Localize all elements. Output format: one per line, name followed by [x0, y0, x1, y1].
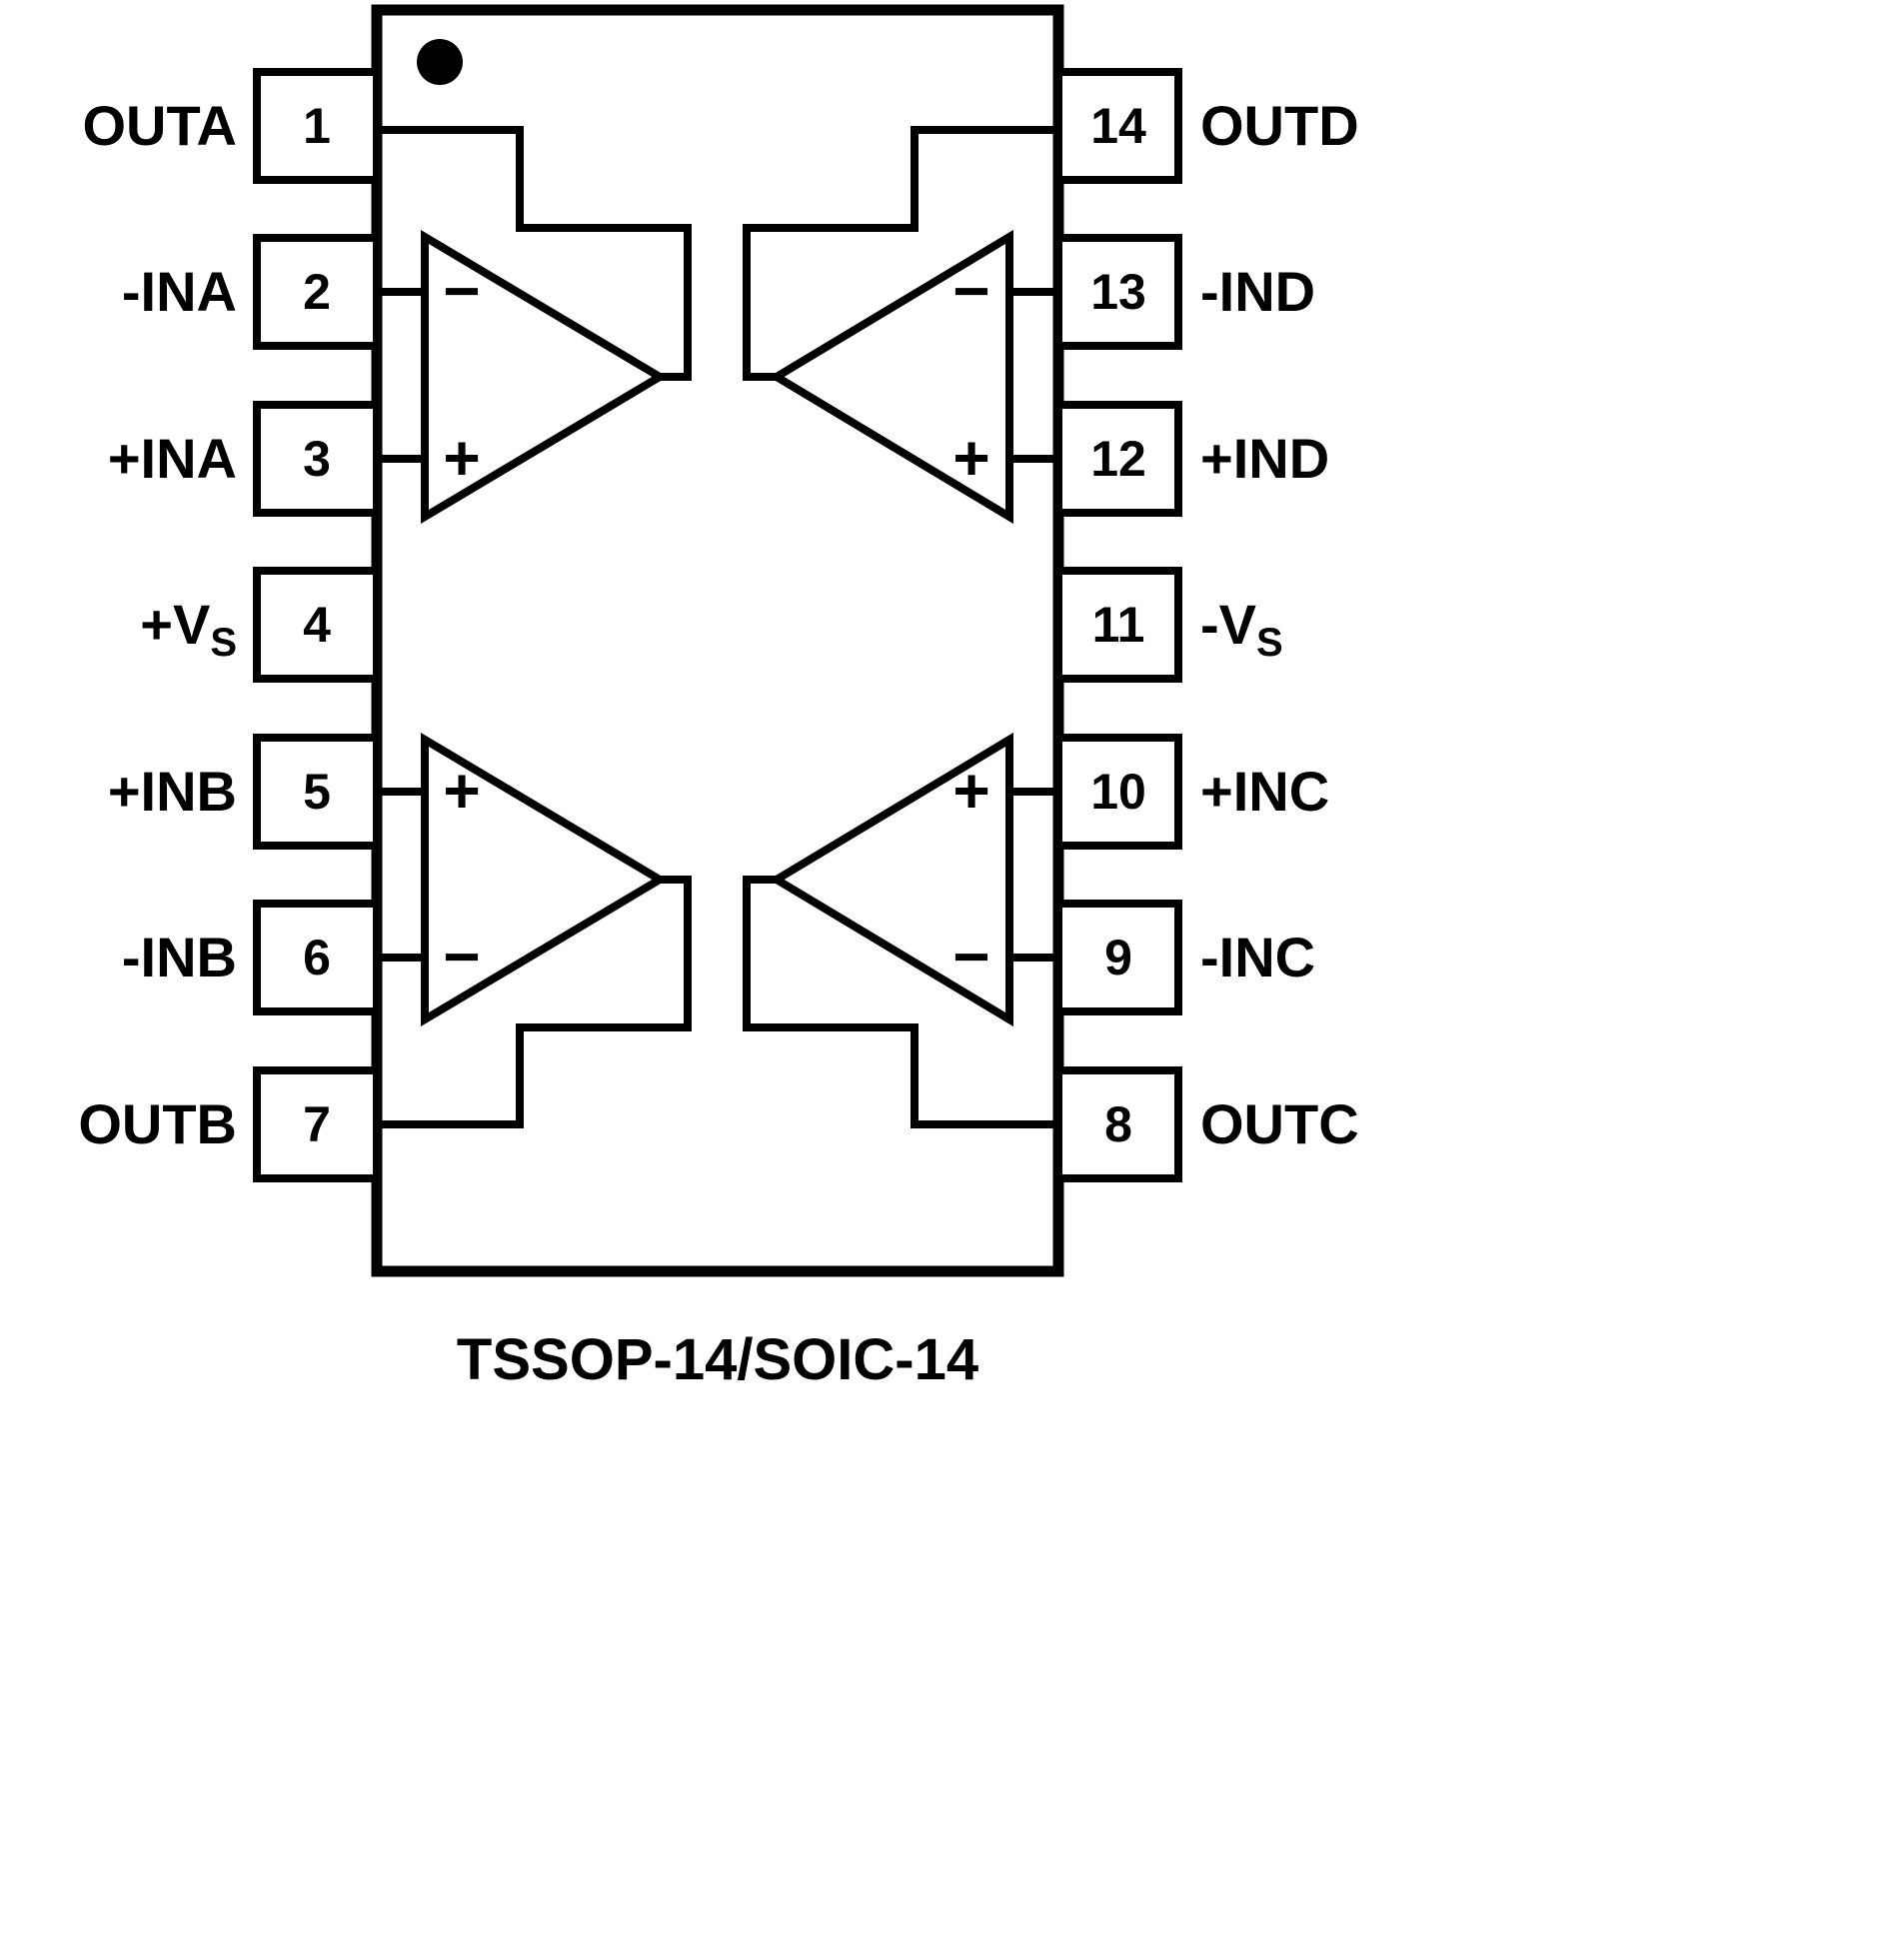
pin-number: 11	[1092, 597, 1145, 653]
pin-left-5: 5 +INB	[108, 734, 381, 850]
wire-outc	[743, 876, 1058, 1128]
pin-box	[1054, 567, 1182, 683]
pin-number: 7	[303, 1096, 331, 1152]
wire-outa	[377, 126, 692, 381]
pin-box	[253, 1066, 381, 1182]
opamp-top-right-noninverting-symbol: +	[952, 422, 989, 494]
pin-label: -VS	[1200, 593, 1283, 665]
opamp-top-right-inverting-symbol: −	[952, 255, 989, 327]
pin-number: 6	[303, 930, 331, 985]
pin-number: 3	[303, 431, 331, 487]
pin-number: 5	[303, 764, 331, 820]
opamp-bottom-left-noninverting-symbol: +	[443, 755, 480, 827]
wire-outd	[743, 126, 1058, 381]
pin-right-9: 9 -INC	[1054, 900, 1315, 1015]
opamp-bottom-right-inverting-symbol: −	[952, 921, 989, 992]
pin-number: 4	[303, 597, 331, 653]
pin-label: +INC	[1200, 760, 1329, 823]
pin-label: OUTD	[1200, 94, 1359, 157]
pin-box	[1054, 734, 1182, 850]
pin-left-3: 3 +INA	[108, 401, 381, 517]
ic-body	[371, 4, 1064, 1277]
pin-label: OUTC	[1200, 1092, 1359, 1155]
pin-right-8: 8 OUTC	[1054, 1066, 1359, 1182]
pin-right-12: 12 +IND	[1054, 401, 1329, 517]
pin-label: +INA	[108, 427, 237, 490]
pin-label: +IND	[1200, 427, 1329, 490]
pin-number: 14	[1090, 98, 1146, 154]
pin-label: -IND	[1200, 260, 1315, 323]
pin-left-7: 7 OUTB	[78, 1066, 381, 1182]
pin-number: 12	[1090, 431, 1146, 487]
pin-left-1: 1 OUTA	[83, 68, 381, 184]
pin-box	[1054, 401, 1182, 517]
pin-box	[253, 68, 381, 184]
pin-box	[253, 734, 381, 850]
pin-label: OUTB	[78, 1092, 237, 1155]
pin-number: 8	[1104, 1096, 1132, 1152]
pin-label: +INB	[108, 760, 237, 823]
pin-box	[1054, 900, 1182, 1015]
pin-right-13: 13 -IND	[1054, 234, 1315, 350]
pin-left-6: 6 -INB	[122, 900, 381, 1015]
wire-outb	[377, 876, 692, 1128]
pin-box	[253, 401, 381, 517]
pin-right-11: 11 -VS	[1054, 567, 1283, 683]
pin-label: +VS	[140, 593, 237, 665]
pin-label: OUTA	[83, 94, 238, 157]
pin-box	[253, 900, 381, 1015]
pin-left-2: 2 -INA	[122, 234, 381, 350]
opamp-top-left-inverting-symbol: −	[443, 255, 480, 327]
pin-right-14: 14 OUTD	[1054, 68, 1359, 184]
pin-number: 13	[1090, 264, 1146, 320]
pin-box	[1054, 68, 1182, 184]
opamp-top-left-noninverting-symbol: +	[443, 422, 480, 494]
pin1-indicator-dot-icon	[417, 39, 463, 85]
opamp-bottom-left-triangle	[421, 732, 668, 1027]
opamp-top-right-triangle	[769, 229, 1013, 525]
pin-label: -INC	[1200, 926, 1315, 988]
opamp-bottom-right-noninverting-symbol: +	[952, 755, 989, 827]
opamp-bottom-right-triangle	[769, 732, 1013, 1027]
pin-number: 1	[303, 98, 331, 154]
pin-label: -INB	[122, 926, 237, 988]
pin-left-4: 4 +VS	[140, 567, 381, 683]
pin-label: -INA	[122, 260, 237, 323]
pin-box	[1054, 1066, 1182, 1182]
pin-number: 9	[1104, 930, 1132, 985]
pin-right-10: 10 +INC	[1054, 734, 1329, 850]
pin-number: 10	[1090, 764, 1146, 820]
package-caption: TSSOP-14/SOIC-14	[457, 1327, 978, 1392]
opamp-bottom-left-inverting-symbol: −	[443, 921, 480, 992]
pin-box	[1054, 234, 1182, 350]
pin-number: 2	[303, 264, 331, 320]
pin-box	[253, 234, 381, 350]
opamp-top-left-triangle	[421, 229, 668, 525]
pin-box	[253, 567, 381, 683]
